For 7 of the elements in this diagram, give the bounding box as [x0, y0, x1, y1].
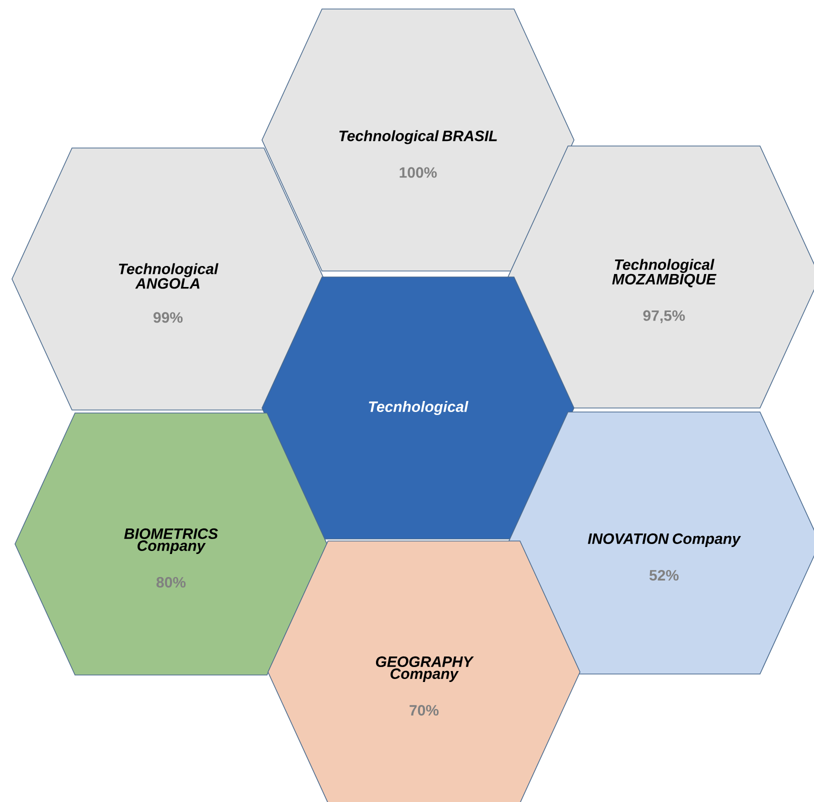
- hexagon: Technological MOZAMBIQUE 97,5%: [508, 146, 814, 408]
- hexagon: Technological BRASIL 100%: [262, 8, 574, 272]
- hexagon: Technological ANGOLA 99%: [12, 148, 324, 410]
- hexagon: Tecnhological: [262, 276, 574, 540]
- hexagon: INOVATION Company 52%: [508, 412, 814, 674]
- hexagon: BIOMETRICS Company 80%: [14, 412, 328, 676]
- hexagon: GEOGRAPHY Company 70%: [268, 540, 580, 802]
